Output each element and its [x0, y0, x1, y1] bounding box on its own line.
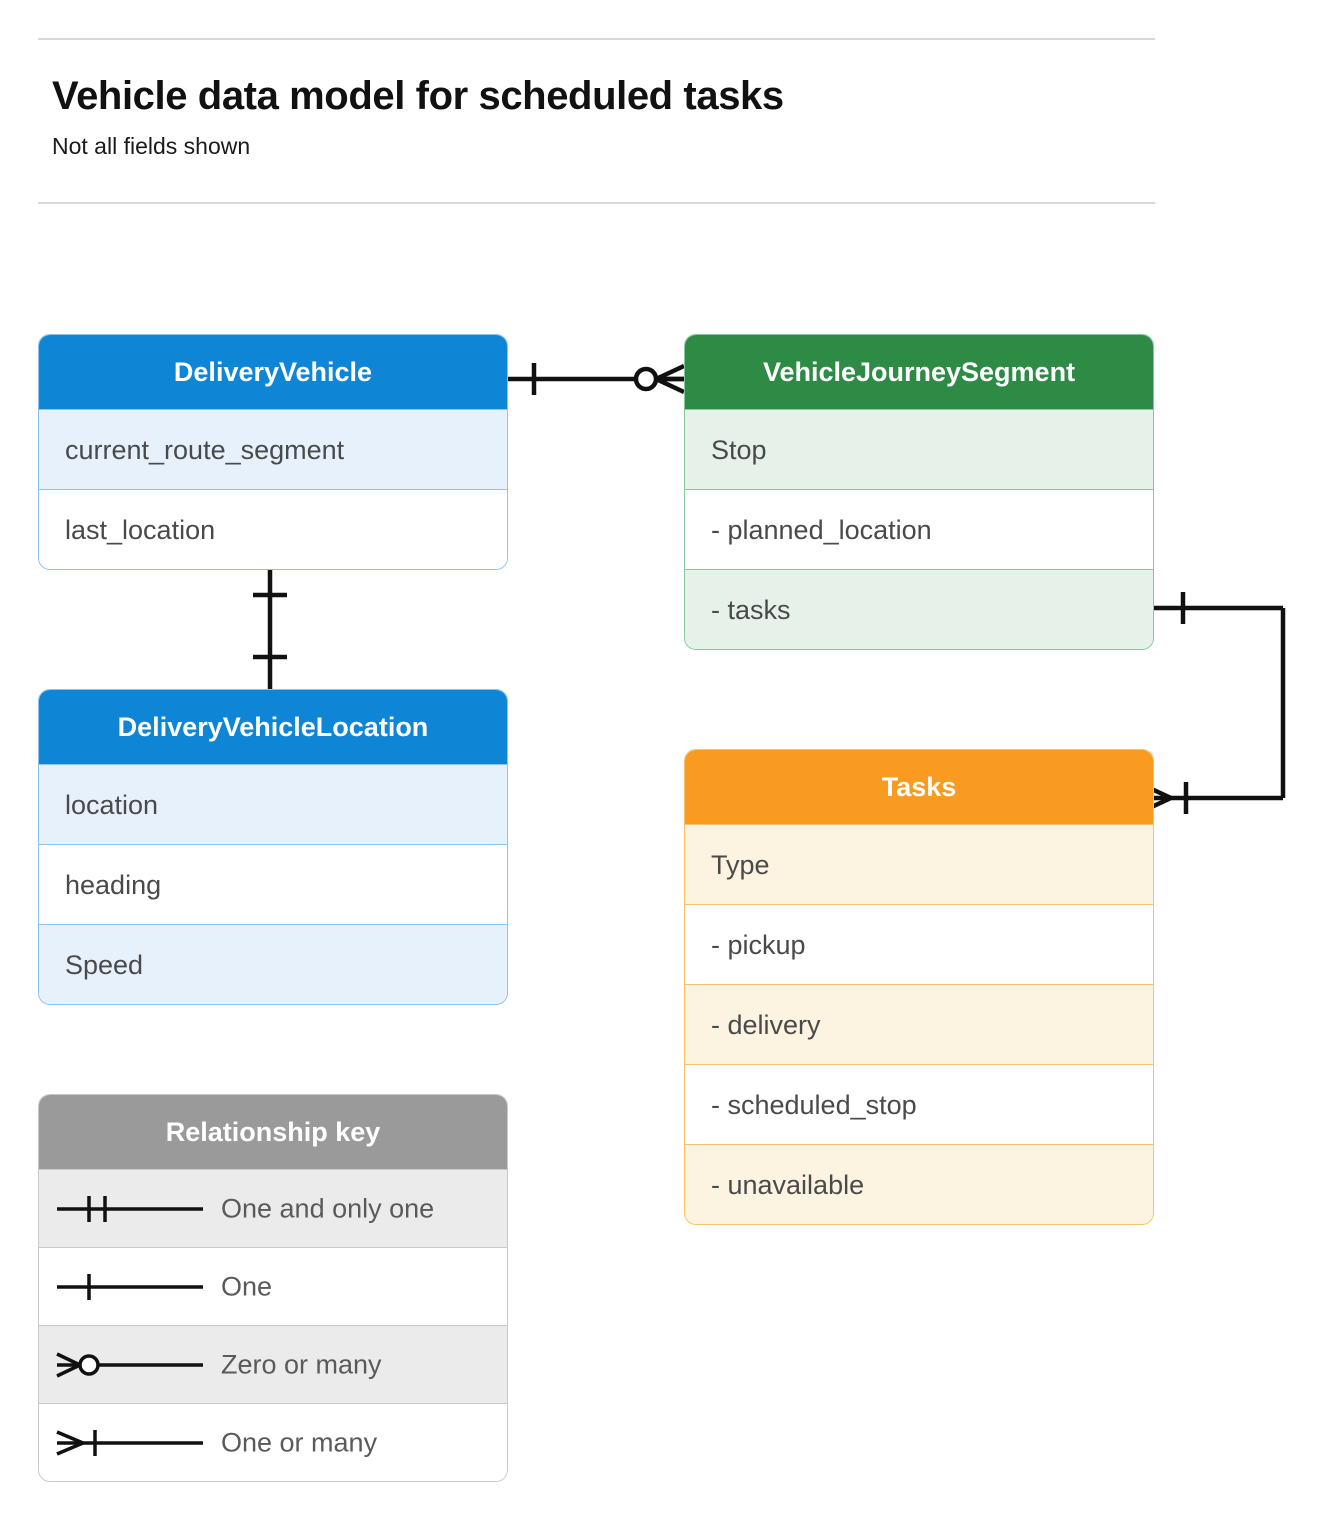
header-divider-bottom [38, 202, 1155, 204]
relationship-key-title: Relationship key [39, 1095, 507, 1169]
relationship-key-legend: Relationship key One and only one One [38, 1094, 508, 1482]
page-title: Vehicle data model for scheduled tasks [52, 74, 784, 118]
entity-row: - tasks [685, 569, 1153, 649]
entity-vehicle-journey-segment[interactable]: VehicleJourneySegment Stop - planned_loc… [684, 334, 1154, 650]
legend-item-label: Zero or many [221, 1349, 382, 1379]
page-subtitle: Not all fields shown [52, 133, 251, 159]
zero-or-many-icon [56, 1351, 203, 1378]
one-icon [57, 1273, 203, 1300]
entity-row: heading [39, 844, 507, 924]
one-or-many-icon [56, 1429, 203, 1456]
entity-row: - scheduled_stop [685, 1064, 1153, 1144]
entity-row: Stop [685, 409, 1153, 489]
entity-row: - planned_location [685, 489, 1153, 569]
entity-row: Speed [39, 924, 507, 1004]
entity-delivery-vehicle-location-title: DeliveryVehicleLocation [39, 690, 507, 764]
entity-row: current_route_segment [39, 409, 507, 489]
entity-row: last_location [39, 489, 507, 569]
relationship-journeysegment-tasks [1142, 592, 1286, 814]
legend-item-label: One [221, 1271, 273, 1301]
entity-tasks[interactable]: Tasks Type - pickup - delivery - schedul… [684, 749, 1154, 1225]
entity-row: Type [685, 824, 1153, 904]
entity-row: - pickup [685, 904, 1153, 984]
relationship-deliveryvehicle-vehiclelocation [253, 569, 287, 689]
one-and-only-one-icon [57, 1195, 203, 1222]
header-divider-top [38, 38, 1155, 40]
legend-item-one: One [39, 1247, 507, 1325]
entity-tasks-title: Tasks [685, 750, 1153, 824]
legend-item-label: One and only one [221, 1193, 435, 1223]
legend-item-label: One or many [221, 1427, 378, 1457]
relationship-deliveryvehicle-journeysegment [508, 363, 685, 395]
entity-delivery-vehicle-title: DeliveryVehicle [39, 335, 507, 409]
entity-delivery-vehicle[interactable]: DeliveryVehicle current_route_segment la… [38, 334, 508, 570]
legend-item-one-or-many: One or many [39, 1403, 507, 1481]
legend-item-zero-or-many: Zero or many [39, 1325, 507, 1403]
entity-row: - delivery [685, 984, 1153, 1064]
legend-item-one-and-only-one: One and only one [39, 1169, 507, 1247]
entity-vehicle-journey-segment-title: VehicleJourneySegment [685, 335, 1153, 409]
entity-delivery-vehicle-location[interactable]: DeliveryVehicleLocation location heading… [38, 689, 508, 1005]
entity-row: location [39, 764, 507, 844]
entity-row: - unavailable [685, 1144, 1153, 1224]
